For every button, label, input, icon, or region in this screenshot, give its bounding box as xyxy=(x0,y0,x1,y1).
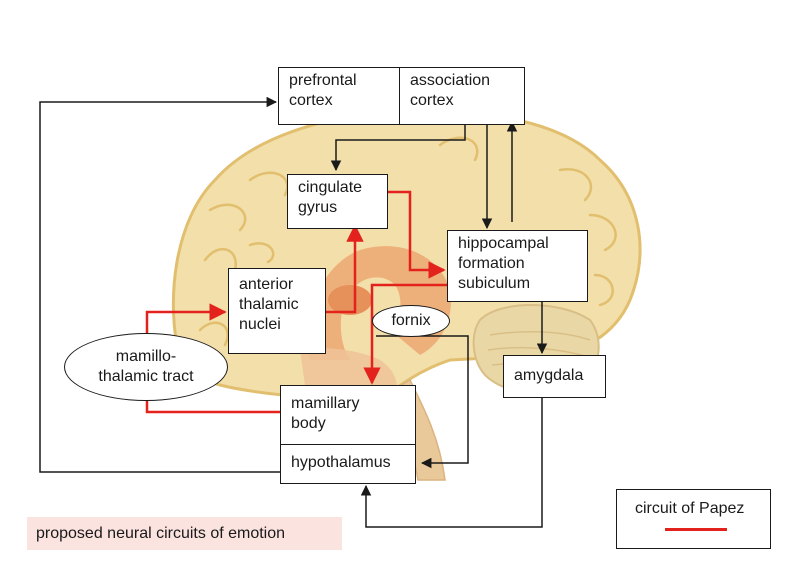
node-mamillothalamic-tract-line-2: thalamic tract xyxy=(98,367,193,387)
node-anterior-thalamic-nuclei-line-1: anterior xyxy=(239,275,315,295)
node-association-cortex-line-1: association xyxy=(410,71,514,91)
node-association-cortex-line-2: cortex xyxy=(410,91,514,111)
node-hippocampal-formation-line-2: formation xyxy=(458,254,577,274)
node-mamillary-body-line-1: mamillary xyxy=(291,394,405,414)
node-hippocampal-formation-line-1: hippocampal xyxy=(458,234,577,254)
node-prefrontal-cortex: prefrontal cortex xyxy=(278,67,400,125)
legend-red-line xyxy=(665,528,727,531)
node-cingulate-gyrus: cingulate gyrus xyxy=(287,174,388,229)
node-fornix-label: fornix xyxy=(391,311,430,331)
legend: circuit of Papez xyxy=(616,489,771,549)
node-mamillothalamic-tract-line-1: mamillo- xyxy=(116,347,176,367)
node-cingulate-gyrus-line-2: gyrus xyxy=(298,198,377,218)
legend-label: circuit of Papez xyxy=(635,500,744,518)
arrow-association-to-cingulate xyxy=(336,125,465,170)
node-anterior-thalamic-nuclei: anterior thalamic nuclei xyxy=(228,268,326,354)
node-association-cortex: association cortex xyxy=(399,67,525,125)
node-hypothalamus: hypothalamus xyxy=(280,444,416,484)
node-prefrontal-cortex-line-1: prefrontal xyxy=(289,71,389,91)
node-amygdala-label: amygdala xyxy=(514,366,595,386)
node-anterior-thalamic-nuclei-line-3: nuclei xyxy=(239,315,315,335)
node-fornix: fornix xyxy=(372,305,450,337)
node-hypothalamus-label: hypothalamus xyxy=(291,453,405,473)
node-hippocampal-formation: hippocampal formation subiculum xyxy=(447,230,588,302)
node-mamillary-body: mamillary body xyxy=(280,385,416,445)
node-mamillothalamic-tract: mamillo- thalamic tract xyxy=(64,333,228,401)
node-cingulate-gyrus-line-1: cingulate xyxy=(298,178,377,198)
node-amygdala: amygdala xyxy=(503,355,606,398)
node-hippocampal-formation-line-3: subiculum xyxy=(458,274,577,294)
papez-anterior-thalamic-to-cingulate xyxy=(326,226,355,312)
node-anterior-thalamic-nuclei-line-2: thalamic xyxy=(239,295,315,315)
node-mamillary-body-line-2: body xyxy=(291,414,405,434)
papez-cingulate-to-hippocampal xyxy=(388,192,444,270)
figure-caption: proposed neural circuits of emotion xyxy=(27,517,342,550)
node-prefrontal-cortex-line-2: cortex xyxy=(289,91,389,111)
